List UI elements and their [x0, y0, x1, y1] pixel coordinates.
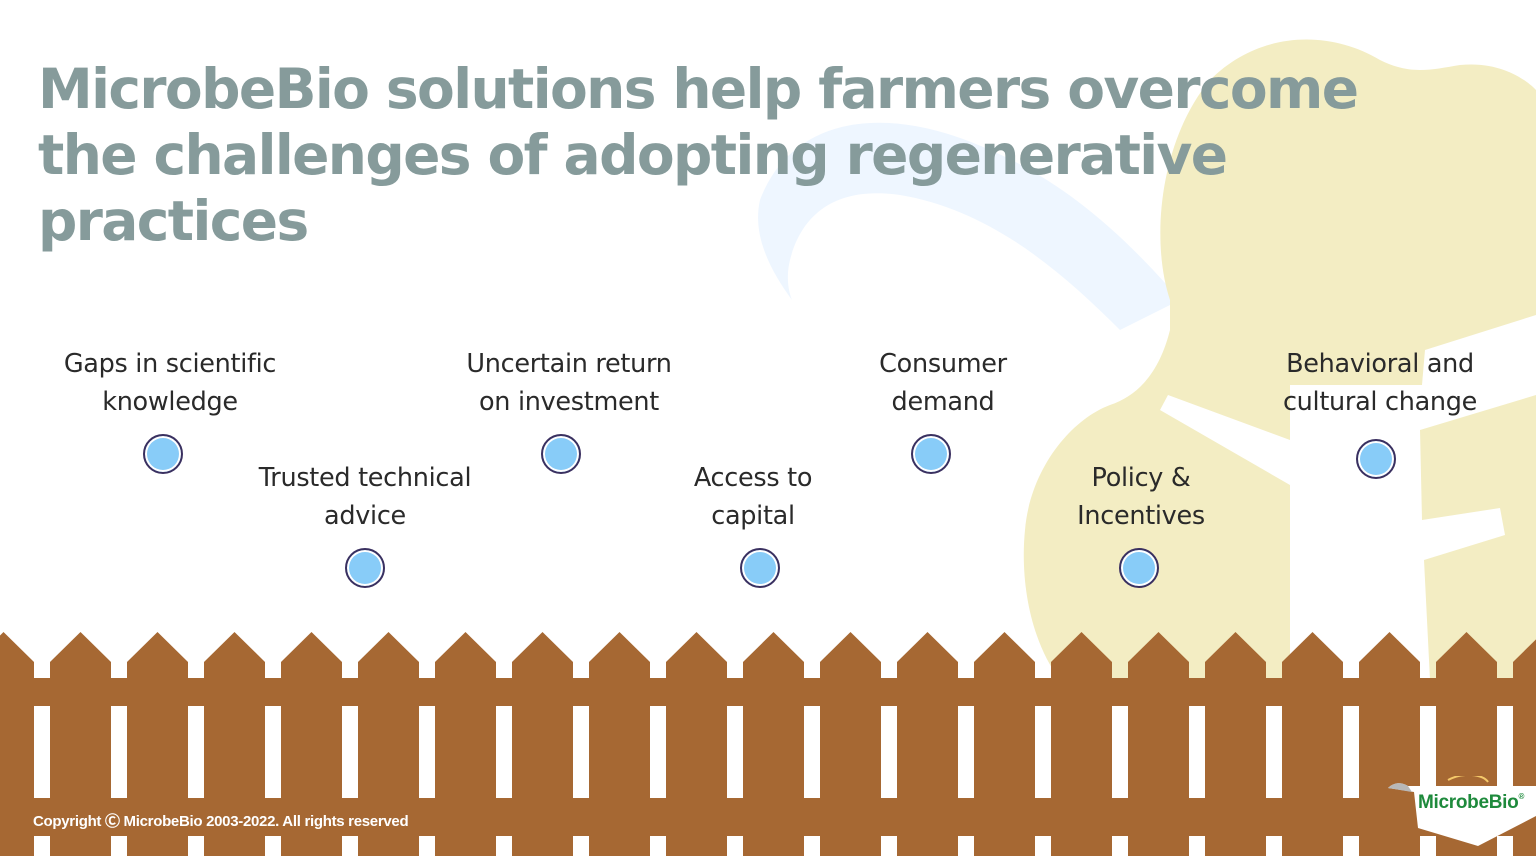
label-line-1: Gaps in scientific [63, 349, 277, 379]
label-line-2: cultural change [1282, 387, 1478, 417]
challenge-label: Trusted technical advice [259, 459, 472, 535]
challenge-label: Gaps in scientific knowledge [63, 345, 277, 421]
label-line-2: on investment [479, 387, 659, 417]
tree-trunk-shape [1160, 315, 1536, 680]
label-line-1: Uncertain return [466, 349, 672, 379]
circle-marker-icon [1356, 439, 1396, 479]
circle-marker-icon [345, 548, 385, 588]
label-line-1: Trusted technical [258, 463, 472, 493]
slide-title: MicrobeBio solutions help farmers overco… [38, 57, 1359, 253]
logo-wordmark: MicrobeBio® [1418, 792, 1524, 814]
sky-swoosh-shape [758, 122, 1180, 331]
circle-marker-icon [1119, 548, 1159, 588]
label-line-1: Access to [693, 463, 813, 493]
registered-mark-icon: ® [1518, 792, 1525, 801]
circle-marker-icon [911, 434, 951, 474]
challenge-label: Policy & Incentives [1077, 459, 1205, 535]
logo-text: MicrobeBio [1418, 792, 1519, 813]
label-line-1: Policy & [1091, 463, 1191, 493]
label-line-2: capital [711, 501, 795, 531]
label-line-2: demand [891, 387, 995, 417]
microbebio-logo-badge [1388, 776, 1536, 846]
circle-marker-icon [740, 548, 780, 588]
challenge-label: Access to capital [693, 459, 813, 535]
label-line-2: Incentives [1077, 501, 1205, 531]
label-line-2: knowledge [102, 387, 238, 417]
circle-marker-icon [541, 434, 581, 474]
challenge-label: Uncertain return on investment [466, 345, 671, 421]
copyright-notice: Copyright Ⓒ MicrobeBio 2003-2022. All ri… [33, 813, 409, 830]
label-line-1: Consumer [879, 349, 1007, 379]
label-line-1: Behavioral and [1286, 349, 1474, 379]
label-line-2: advice [324, 501, 406, 531]
challenge-label: Consumer demand [879, 345, 1007, 421]
picket-fence-illustration [0, 632, 1536, 856]
circle-marker-icon [143, 434, 183, 474]
challenge-label: Behavioral and cultural change [1283, 345, 1477, 421]
